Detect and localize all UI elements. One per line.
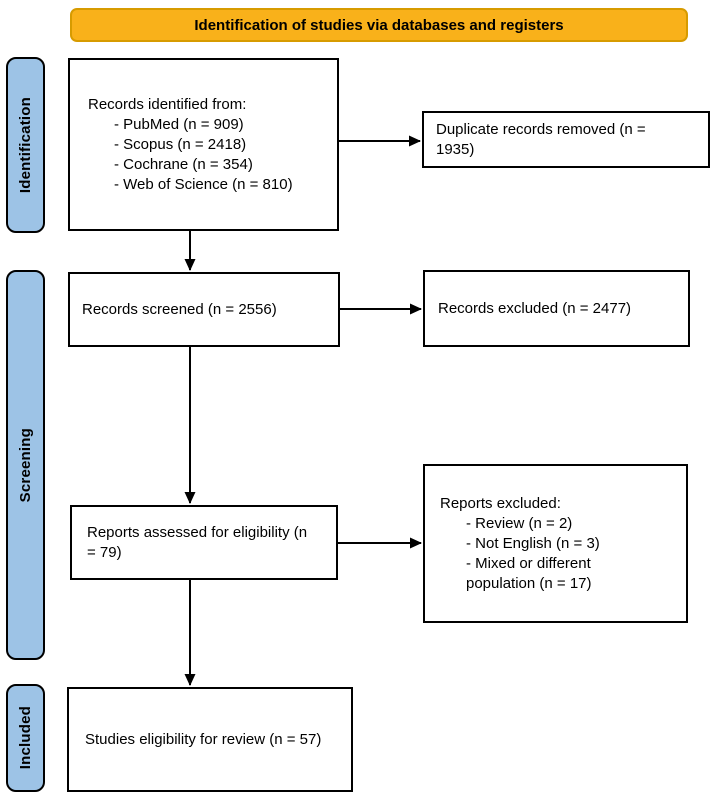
records-identified-item-cochrane: - Cochrane (n = 354): [114, 155, 253, 173]
stage-bar-included: Included: [6, 684, 45, 792]
reports-excluded-heading: Reports excluded:: [440, 494, 561, 512]
reports-excluded-item-not-english: - Not English (n = 3): [466, 534, 600, 552]
banner-title: Identification of studies via databases …: [194, 16, 564, 34]
records-identified-heading: Records identified from:: [88, 95, 247, 113]
reports-excluded-item-mixed-cont: population (n = 17): [466, 574, 592, 592]
box-duplicate-records-removed: Duplicate records removed (n = 1935): [422, 111, 710, 168]
screened-text: Records screened (n = 2556): [82, 300, 277, 318]
stage-bar-identification: Identification: [6, 57, 45, 233]
records-identified-item-pubmed: - PubMed (n = 909): [114, 115, 244, 133]
duplicates-text: Duplicate records removed (n = 1935): [436, 120, 650, 158]
box-reports-excluded: Reports excluded: - Review (n = 2) - Not…: [423, 464, 688, 623]
reports-excluded-item-mixed: - Mixed or different: [466, 554, 591, 572]
reports-excluded-item-review: - Review (n = 2): [466, 514, 573, 532]
stage-bar-screening: Screening: [6, 270, 45, 660]
records-identified-item-web-of-science: - Web of Science (n = 810): [114, 175, 293, 193]
included-text: Studies eligibility for review (n = 57): [85, 730, 322, 748]
box-records-screened: Records screened (n = 2556): [68, 272, 340, 347]
excluded-text: Records excluded (n = 2477): [438, 299, 632, 317]
banner-identification-of-studies: Identification of studies via databases …: [70, 8, 688, 42]
stage-label-included: Included: [17, 706, 34, 770]
box-studies-eligibility: Studies eligibility for review (n = 57): [67, 687, 353, 792]
stage-label-screening: Screening: [17, 427, 34, 503]
box-records-identified: Records identified from: - PubMed (n = 9…: [68, 58, 339, 231]
records-identified-item-scopus: - Scopus (n = 2418): [114, 135, 247, 153]
box-reports-assessed: Reports assessed for eligibility (n = 79…: [70, 505, 338, 580]
assessed-text: Reports assessed for eligibility (n = 79…: [87, 523, 312, 561]
box-records-excluded: Records excluded (n = 2477): [423, 270, 690, 347]
stage-label-identification: Identification: [17, 96, 34, 194]
